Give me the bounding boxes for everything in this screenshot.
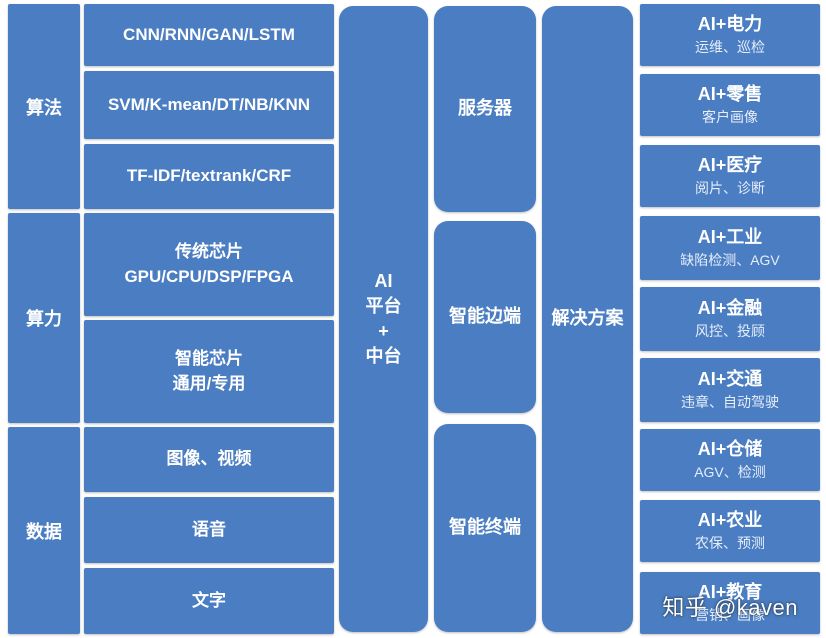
data-item-text: 图像、视频	[166, 449, 252, 469]
industry-medical: AI+医疗 阅片、诊断	[640, 145, 820, 207]
industry-power: AI+电力 运维、巡检	[640, 4, 820, 66]
industry-warehouse: AI+仓储 AGV、检测	[640, 429, 820, 491]
compute-item-traditional-chip: 传统芯片 GPU/CPU/DSP/FPGA	[84, 213, 334, 316]
platform-line-ai: AI	[374, 270, 393, 291]
platform-line-platform: 平台	[365, 295, 402, 316]
industry-education: AI+教育 营销、画像	[640, 572, 820, 634]
deployment-label: 服务器	[458, 98, 512, 119]
compute-item-detail: GPU/CPU/DSP/FPGA	[124, 266, 294, 286]
deployment-server: 服务器	[434, 6, 536, 212]
category-compute: 算力	[8, 213, 80, 423]
data-item: 文字	[84, 568, 334, 634]
industry-agriculture: AI+农业 农保、预测	[640, 500, 820, 562]
industry-title: AI+医疗	[697, 155, 763, 176]
industry-subtitle: 违章、自动驾驶	[681, 393, 779, 410]
industry-title: AI+工业	[697, 227, 763, 248]
platform-column: AI 平台 + 中台	[339, 6, 428, 632]
industry-subtitle: 客户画像	[702, 108, 758, 125]
industry-title: AI+零售	[697, 84, 763, 105]
industry-title: AI+教育	[697, 582, 763, 603]
industry-industrial: AI+工业 缺陷检测、AGV	[640, 216, 820, 280]
industry-transport: AI+交通 违章、自动驾驶	[640, 358, 820, 422]
algorithm-item-text: TF-IDF/textrank/CRF	[126, 166, 292, 186]
data-item-text: 语音	[192, 519, 226, 539]
solution-column: 解决方案	[542, 6, 633, 632]
industry-subtitle: 运维、巡检	[695, 38, 765, 55]
platform-line-middle: 中台	[365, 346, 402, 367]
platform-line-plus: +	[378, 321, 389, 341]
data-item: 语音	[84, 497, 334, 563]
industry-title: AI+仓储	[697, 439, 763, 460]
data-item: 图像、视频	[84, 427, 334, 492]
category-compute-label: 算力	[26, 309, 62, 329]
industry-subtitle: 风控、投顾	[695, 322, 765, 339]
category-algorithm: 算法	[8, 4, 80, 209]
industry-title: AI+农业	[697, 510, 763, 531]
compute-item-title: 智能芯片	[175, 348, 243, 368]
deployment-edge: 智能边端	[434, 221, 536, 413]
watermark: 知乎 @kaven	[662, 595, 798, 620]
algorithm-item-text: SVM/K-mean/DT/NB/KNN	[107, 94, 311, 114]
industry-finance: AI+金融 风控、投顾	[640, 287, 820, 351]
industry-retail: AI+零售 客户画像	[640, 74, 820, 136]
category-data-label: 数据	[26, 521, 62, 542]
compute-item-title: 传统芯片	[175, 241, 243, 261]
compute-item-detail: 通用/专用	[172, 373, 246, 393]
industry-title: AI+金融	[697, 298, 763, 319]
algorithm-item: CNN/RNN/GAN/LSTM	[84, 4, 334, 66]
deployment-label: 智能边端	[449, 306, 521, 327]
industry-title: AI+交通	[697, 369, 763, 390]
category-algorithm-label: 算法	[26, 97, 62, 118]
algorithm-item-text: CNN/RNN/GAN/LSTM	[123, 24, 295, 44]
deployment-label: 智能终端	[449, 517, 521, 538]
deployment-terminal: 智能终端	[434, 424, 536, 632]
solution-label: 解决方案	[551, 308, 624, 329]
algorithm-item: SVM/K-mean/DT/NB/KNN	[84, 71, 334, 139]
data-item-text: 文字	[192, 590, 226, 610]
industry-subtitle: 缺陷检测、AGV	[680, 251, 780, 268]
industry-subtitle: AGV、检测	[694, 463, 766, 480]
algorithm-item: TF-IDF/textrank/CRF	[84, 144, 334, 209]
category-data: 数据	[8, 427, 80, 634]
compute-item-smart-chip: 智能芯片 通用/专用	[84, 320, 334, 423]
industry-subtitle: 农保、预测	[695, 534, 765, 551]
industry-title: AI+电力	[697, 14, 763, 35]
industry-subtitle: 阅片、诊断	[695, 179, 765, 196]
industry-subtitle: 营销、画像	[695, 606, 765, 623]
